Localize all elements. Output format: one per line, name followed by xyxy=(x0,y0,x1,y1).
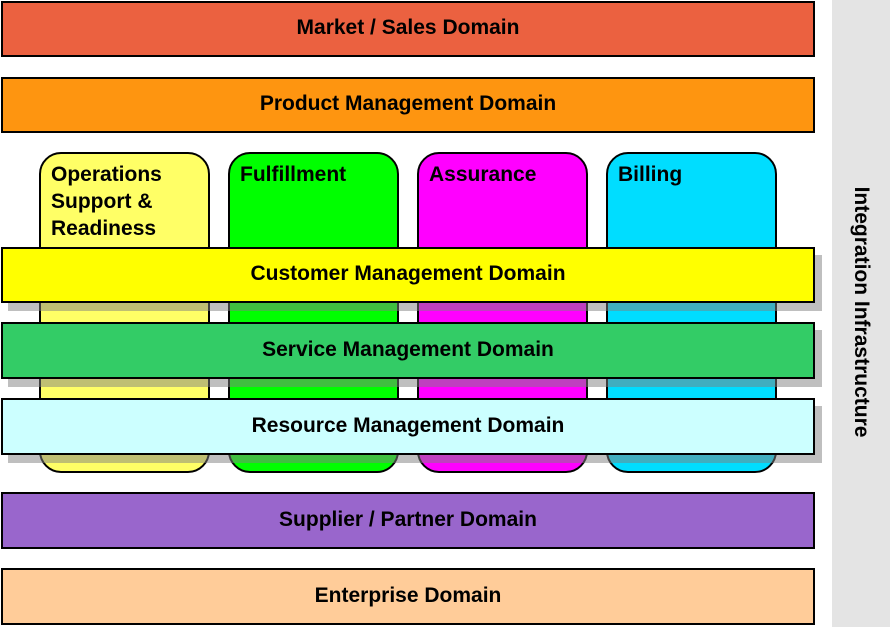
enterprise-domain-label: Enterprise Domain xyxy=(314,583,502,607)
assurance-label: Assurance xyxy=(429,163,537,186)
customer-management-domain: Customer Management Domain xyxy=(1,247,815,303)
fulfillment-label: Fulfillment xyxy=(240,163,347,186)
integration-infrastructure-bar: Integration Infrastructure xyxy=(832,0,890,627)
enterprise-domain: Enterprise Domain xyxy=(1,568,815,625)
supplier-partner-domain: Supplier / Partner Domain xyxy=(1,492,815,549)
resource-management-domain: Resource Management Domain xyxy=(1,398,815,455)
product-management-domain-label: Product Management Domain xyxy=(259,92,557,115)
integration-infrastructure-label: Integration Infrastructure xyxy=(850,186,873,438)
operations-support-readiness-label: Operations Support & Readiness xyxy=(51,163,162,240)
billing-label: Billing xyxy=(618,163,683,186)
market-sales-domain-label: Market / Sales Domain xyxy=(296,16,520,39)
resource-management-domain-label: Resource Management Domain xyxy=(251,413,565,437)
supplier-partner-domain-label: Supplier / Partner Domain xyxy=(279,507,537,531)
customer-management-domain-label: Customer Management Domain xyxy=(250,262,566,285)
product-management-domain: Product Management Domain xyxy=(1,77,815,133)
service-management-domain-label: Service Management Domain xyxy=(262,337,554,361)
market-sales-domain: Market / Sales Domain xyxy=(1,1,815,57)
service-management-domain: Service Management Domain xyxy=(1,322,815,379)
